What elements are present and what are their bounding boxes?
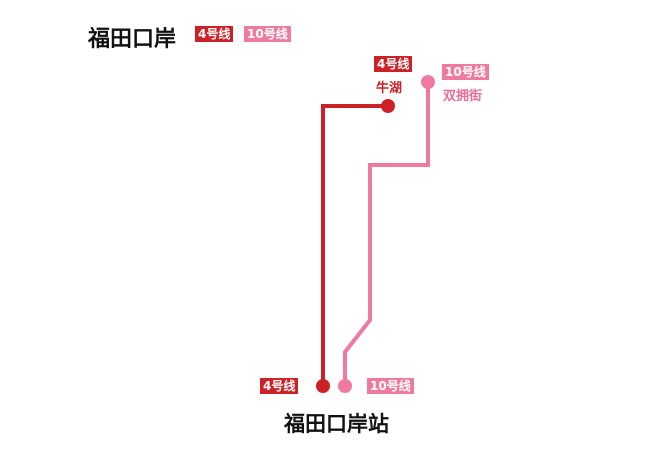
- destination-station-name: 福田口岸站: [284, 412, 389, 436]
- line-4-route: [321, 104, 388, 385]
- line-4-badge-niuhu: 4号线: [374, 56, 413, 72]
- line-4-badge-futian-port: 4号线: [260, 378, 299, 394]
- station-label-shuangyongjie: 双拥街: [443, 89, 483, 104]
- legend-badge-line-10: 10号线: [244, 26, 291, 42]
- line-10-badge-futian-port: 10号线: [367, 378, 414, 394]
- station-dot-line-10-futian-port: [338, 379, 352, 393]
- line-10-route: [343, 82, 430, 385]
- station-dot-line-4-futian-port: [316, 379, 330, 393]
- line-10-badge-shuangyongjie: 10号线: [442, 64, 489, 80]
- station-dot-line-10-shuangyongjie: [421, 75, 435, 89]
- page-title: 福田口岸: [88, 27, 177, 52]
- legend-badge-line-4: 4号线: [195, 26, 234, 42]
- station-label-niuhu: 牛湖: [376, 81, 403, 96]
- station-dot-line-4-niuhu: [381, 99, 395, 113]
